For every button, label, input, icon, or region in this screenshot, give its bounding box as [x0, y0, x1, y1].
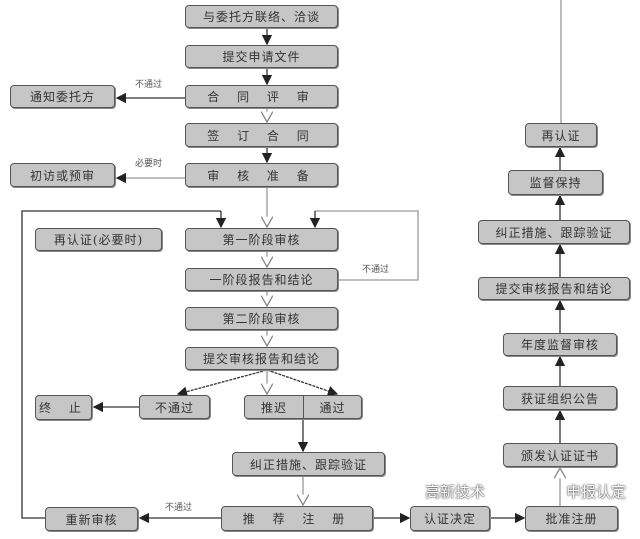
edge-label-fail-contract: 不通过	[135, 80, 163, 90]
step-terminate: 终 止	[35, 395, 92, 420]
step-stage1-report: 一阶段报告和结论	[185, 268, 338, 291]
step-maintain: 监督保持	[508, 170, 603, 195]
step-annual-audit: 年度监督审核	[503, 333, 617, 356]
step-pass: 通过	[303, 395, 362, 419]
step-sign-contract: 签 订 合 同	[185, 123, 338, 147]
edge-label-fail-stage1: 不通过	[362, 265, 390, 275]
step-recert: 再认证	[525, 123, 597, 147]
step-fail: 不通过	[139, 395, 210, 419]
step-submit-application: 提交申请文件	[185, 45, 338, 68]
edge-label-fail-recommend: 不通过	[165, 503, 193, 513]
step-audit-prep: 审 核 准 备	[185, 163, 338, 187]
step-submit-report-right: 提交审核报告和结论	[478, 277, 630, 300]
step-notify-client: 通知委托方	[10, 85, 115, 108]
step-corrective-action: 纠正措施、跟踪验证	[232, 452, 385, 476]
step-stage2-audit: 第二阶段审核	[185, 307, 338, 330]
step-approve-registration: 批准注册	[525, 506, 618, 531]
step-pre-visit: 初访或预审	[10, 163, 115, 187]
step-issue-certificate: 颁发认证证书	[503, 443, 617, 467]
step-postpone: 推迟	[244, 395, 304, 419]
step-stage1-audit: 第一阶段审核	[185, 228, 338, 251]
step-cert-decision: 认证决定	[410, 506, 490, 531]
step-re-audit: 重新审核	[45, 507, 138, 531]
edge-label-when-needed: 必要时	[135, 159, 163, 169]
step-announce: 获证组织公告	[503, 386, 617, 410]
watermark-part1: 高新技术	[425, 483, 486, 501]
step-contact-client: 与委托方联络、洽谈	[185, 5, 338, 28]
step-recommend-registration: 推 荐 注 册	[221, 506, 373, 531]
watermark-part2: 申报认定	[566, 483, 627, 501]
step-submit-report: 提交审核报告和结论	[185, 347, 338, 370]
step-contract-review: 合 同 评 审	[185, 85, 338, 108]
step-recert-if-needed: 再认证(必要时)	[35, 228, 162, 251]
step-corrective-right: 纠正措施、跟踪验证	[478, 220, 630, 244]
